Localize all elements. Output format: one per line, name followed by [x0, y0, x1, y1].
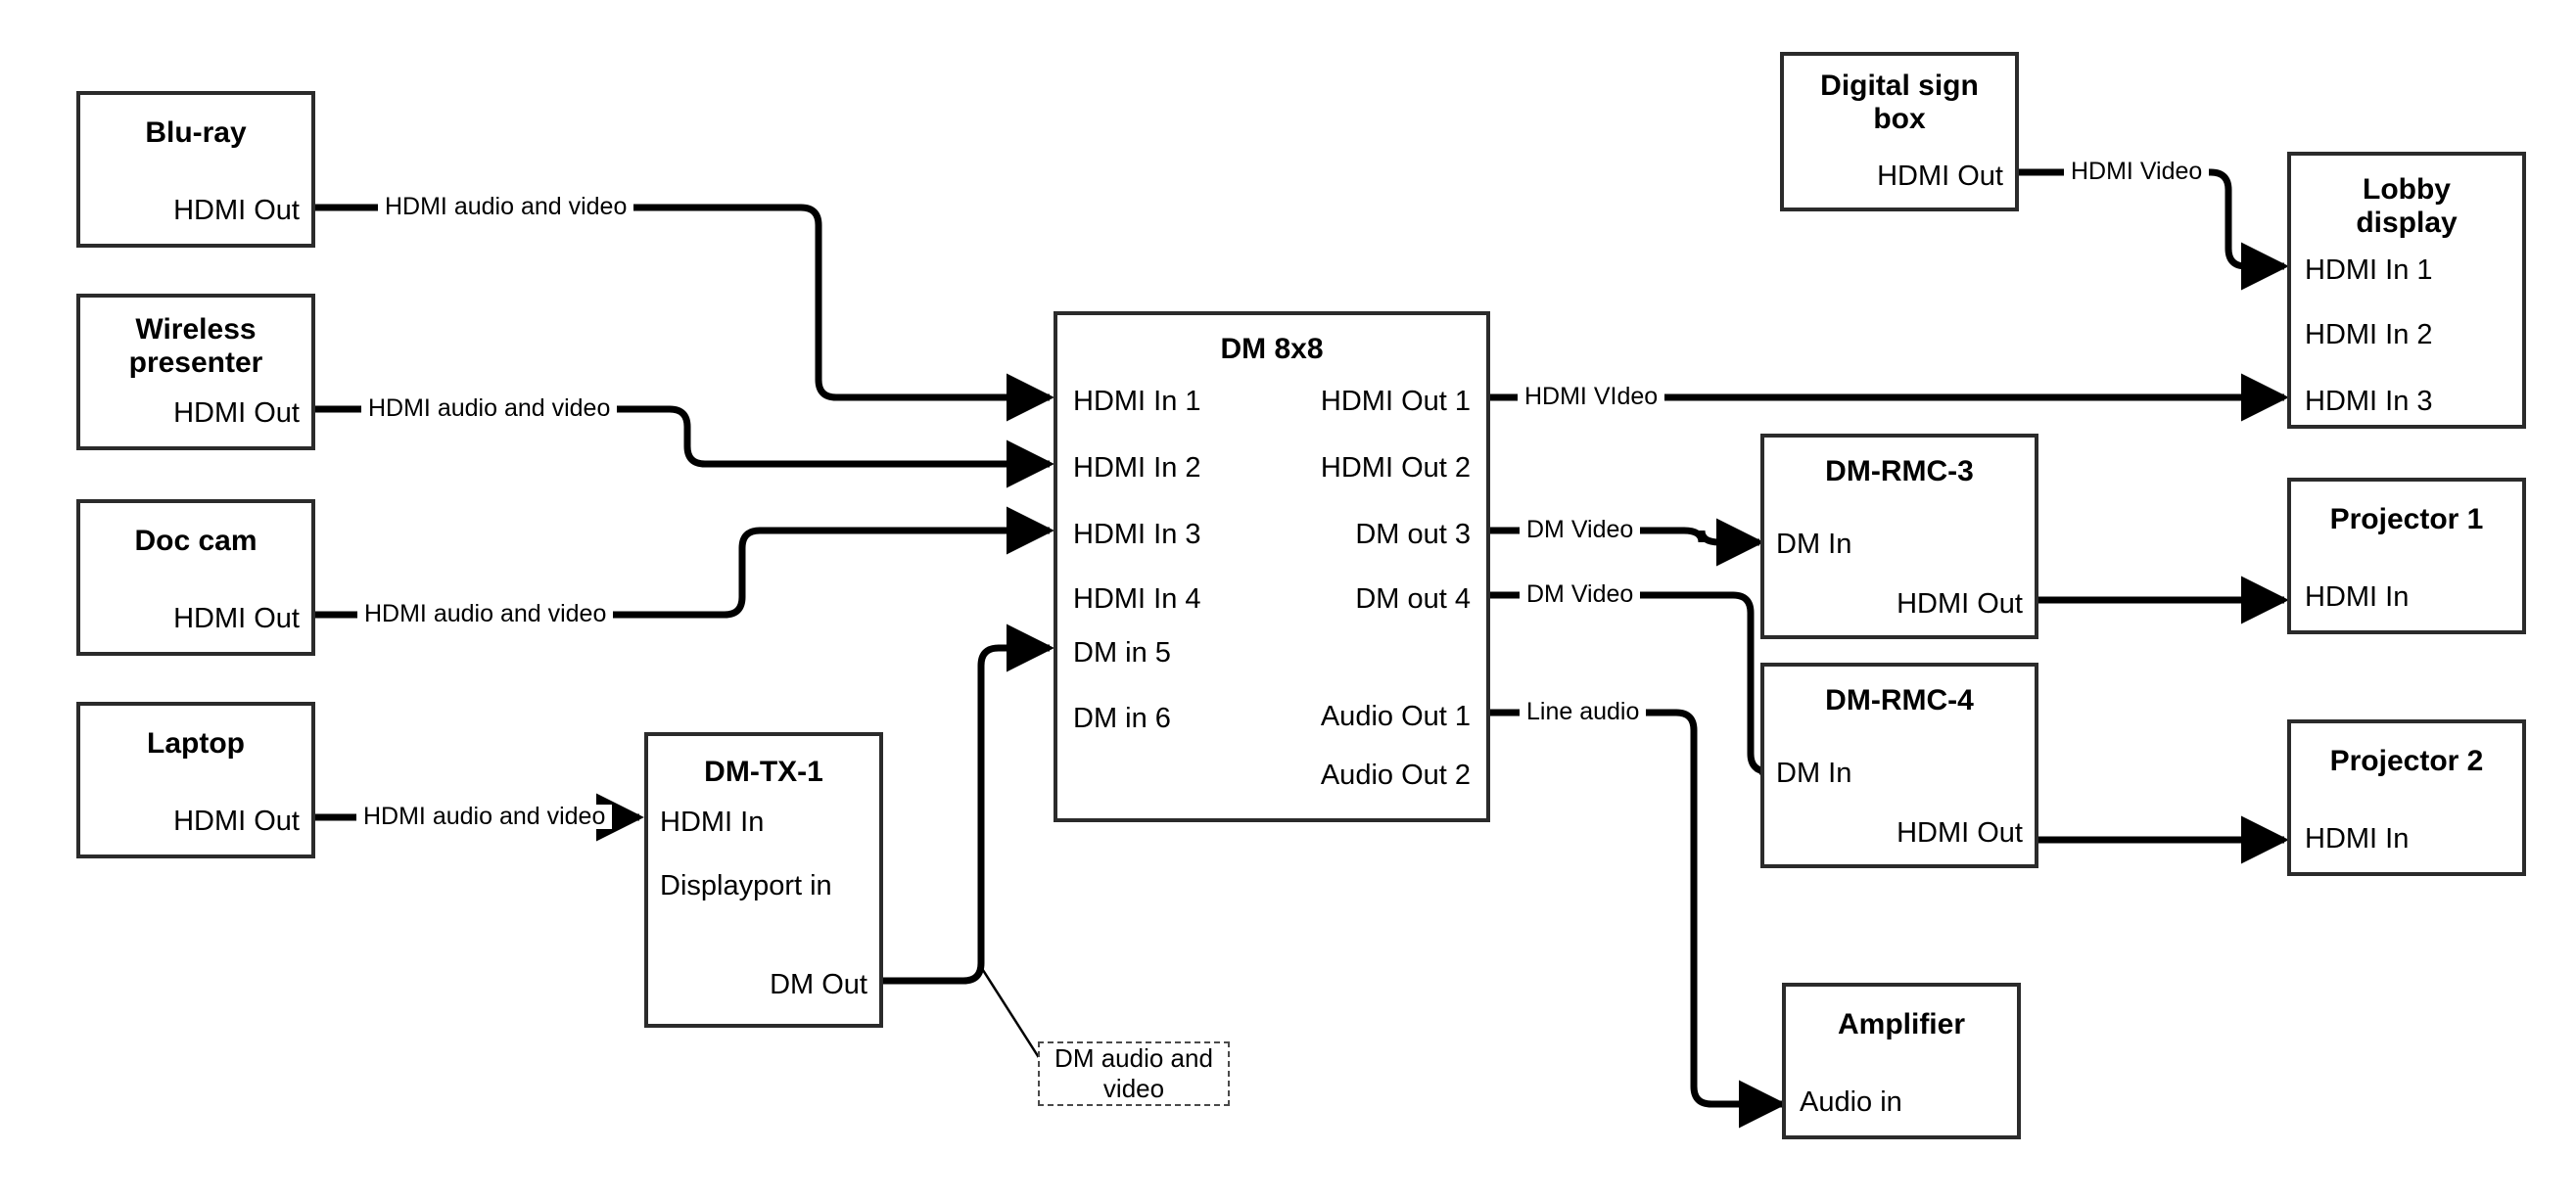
- node-laptop-port-hdmi-out[interactable]: HDMI Out: [173, 806, 300, 837]
- node-dm-tx-1-port-dm-out[interactable]: DM Out: [770, 969, 867, 1000]
- node-dm-8x8-port-hdmi-in-4[interactable]: HDMI In 4: [1073, 583, 1201, 615]
- node-wireless-presenter-port-hdmi-out[interactable]: HDMI Out: [173, 397, 300, 429]
- wire-label-dm-video-out3: DM Video: [1520, 518, 1641, 542]
- node-lobby-display-port-hdmi-in-2[interactable]: HDMI In 2: [2305, 319, 2433, 350]
- node-dm-8x8-port-hdmi-in-3[interactable]: HDMI In 3: [1073, 519, 1201, 550]
- node-lobby-display-port-hdmi-in-1[interactable]: HDMI In 1: [2305, 254, 2433, 286]
- node-digital-sign-box[interactable]: Digital sign box HDMI Out: [1780, 52, 2019, 211]
- node-digital-sign-box-port-hdmi-out[interactable]: HDMI Out: [1877, 161, 2003, 192]
- node-dm-8x8-port-dm-in-5[interactable]: DM in 5: [1073, 637, 1171, 669]
- wire-signbox-to-lobby: [2019, 168, 2289, 291]
- node-dm-tx-1-port-hdmi-in[interactable]: HDMI In: [660, 807, 765, 838]
- wire-label-dm-video-out4: DM Video: [1520, 582, 1641, 607]
- node-dm-tx-1-port-displayport-in[interactable]: Displayport in: [660, 870, 832, 901]
- node-bluray[interactable]: Blu-ray HDMI Out: [76, 91, 315, 248]
- node-dm-rmc-4-port-dm-in[interactable]: DM In: [1776, 758, 1852, 789]
- node-dm-8x8-port-dm-in-6[interactable]: DM in 6: [1073, 703, 1171, 734]
- node-amplifier[interactable]: Amplifier Audio in: [1782, 983, 2021, 1139]
- node-lobby-display-title-line1: Lobby: [2363, 173, 2451, 206]
- wire-dm8x8-to-rmc4: [1490, 591, 1803, 796]
- node-amplifier-port-audio-in[interactable]: Audio in: [1800, 1086, 1902, 1118]
- node-projector-1-port-hdmi-in[interactable]: HDMI In: [2305, 581, 2410, 613]
- node-amplifier-title: Amplifier: [1837, 1008, 1966, 1040]
- node-digital-sign-box-title-line2: box: [1873, 103, 1926, 135]
- node-dm-8x8-port-hdmi-in-2[interactable]: HDMI In 2: [1073, 452, 1201, 484]
- node-dm-rmc-3-title: DM-RMC-3: [1825, 455, 1974, 487]
- node-projector-1[interactable]: Projector 1 HDMI In: [2287, 478, 2526, 634]
- node-dm-rmc-4[interactable]: DM-RMC-4 DM In HDMI Out: [1760, 663, 2038, 868]
- node-dm-8x8-port-audio-out-2[interactable]: Audio Out 2: [1320, 760, 1471, 791]
- node-dm-rmc-4-title: DM-RMC-4: [1825, 684, 1974, 716]
- node-projector-2-title: Projector 2: [2329, 745, 2484, 777]
- node-dm-8x8-port-hdmi-in-1[interactable]: HDMI In 1: [1073, 386, 1201, 417]
- node-dm-rmc-4-port-hdmi-out[interactable]: HDMI Out: [1897, 817, 2023, 849]
- node-bluray-title: Blu-ray: [145, 116, 247, 149]
- node-dm-8x8-port-dm-out-3[interactable]: DM out 3: [1355, 519, 1471, 550]
- node-lobby-display[interactable]: Lobby display HDMI In 1 HDMI In 2 HDMI I…: [2287, 152, 2526, 429]
- node-dm-8x8-port-dm-out-4[interactable]: DM out 4: [1355, 583, 1471, 615]
- node-doc-cam[interactable]: Doc cam HDMI Out: [76, 499, 315, 656]
- wire-label-hdmi-video-signbox: HDMI Video: [2064, 160, 2210, 184]
- callout-dm-audio-and-video: DM audio and video: [1038, 1041, 1230, 1106]
- node-dm-rmc-3[interactable]: DM-RMC-3 DM In HDMI Out: [1760, 434, 2038, 639]
- node-bluray-port-hdmi-out[interactable]: HDMI Out: [173, 195, 300, 226]
- node-doc-cam-port-hdmi-out[interactable]: HDMI Out: [173, 603, 300, 634]
- node-dm-rmc-3-port-hdmi-out[interactable]: HDMI Out: [1897, 588, 2023, 620]
- wire-dmtx1-to-dm8x8: [883, 624, 1054, 985]
- wire-label-hdmi-video-out1: HDMI VIdeo: [1518, 385, 1665, 409]
- node-wireless-presenter[interactable]: Wireless presenter HDMI Out: [76, 294, 315, 450]
- callout-text: DM audio and video: [1054, 1043, 1213, 1103]
- node-dm-8x8-port-hdmi-out-1[interactable]: HDMI Out 1: [1320, 386, 1471, 417]
- wire-dm8x8-to-amplifier: [1490, 709, 1787, 1129]
- node-dm-8x8[interactable]: DM 8x8 HDMI In 1 HDMI In 2 HDMI In 3 HDM…: [1054, 311, 1490, 822]
- wire-label-laptop: HDMI audio and video: [356, 805, 613, 829]
- node-lobby-display-title-line2: display: [2356, 207, 2458, 239]
- wire-label-doccam: HDMI audio and video: [357, 602, 614, 626]
- node-doc-cam-title: Doc cam: [134, 525, 258, 557]
- node-lobby-display-port-hdmi-in-3[interactable]: HDMI In 3: [2305, 386, 2433, 417]
- node-dm-tx-1-title: DM-TX-1: [704, 756, 823, 788]
- node-dm-rmc-3-port-dm-in[interactable]: DM In: [1776, 529, 1852, 560]
- callout-leader-line: [979, 966, 1042, 1060]
- node-wireless-presenter-title-line1: Wireless: [135, 313, 257, 346]
- wire-label-line-audio: Line audio: [1520, 700, 1647, 724]
- node-dm-8x8-title: DM 8x8: [1220, 333, 1324, 365]
- node-digital-sign-box-title-line1: Digital sign: [1820, 69, 1979, 102]
- wire-bluray-to-dm8x8: [315, 204, 1054, 422]
- wire-label-bluray: HDMI audio and video: [378, 195, 634, 219]
- node-projector-2[interactable]: Projector 2 HDMI In: [2287, 719, 2526, 876]
- node-wireless-presenter-title-line2: presenter: [128, 346, 263, 379]
- node-projector-1-title: Projector 1: [2329, 503, 2484, 535]
- node-dm-8x8-port-audio-out-1[interactable]: Audio Out 1: [1320, 701, 1471, 732]
- node-dm-8x8-port-hdmi-out-2[interactable]: HDMI Out 2: [1320, 452, 1471, 484]
- node-projector-2-port-hdmi-in[interactable]: HDMI In: [2305, 823, 2410, 855]
- node-laptop[interactable]: Laptop HDMI Out: [76, 702, 315, 858]
- node-laptop-title: Laptop: [147, 727, 245, 760]
- node-dm-tx-1[interactable]: DM-TX-1 HDMI In Displayport in DM Out: [644, 732, 883, 1028]
- wire-label-wireless: HDMI audio and video: [361, 396, 618, 421]
